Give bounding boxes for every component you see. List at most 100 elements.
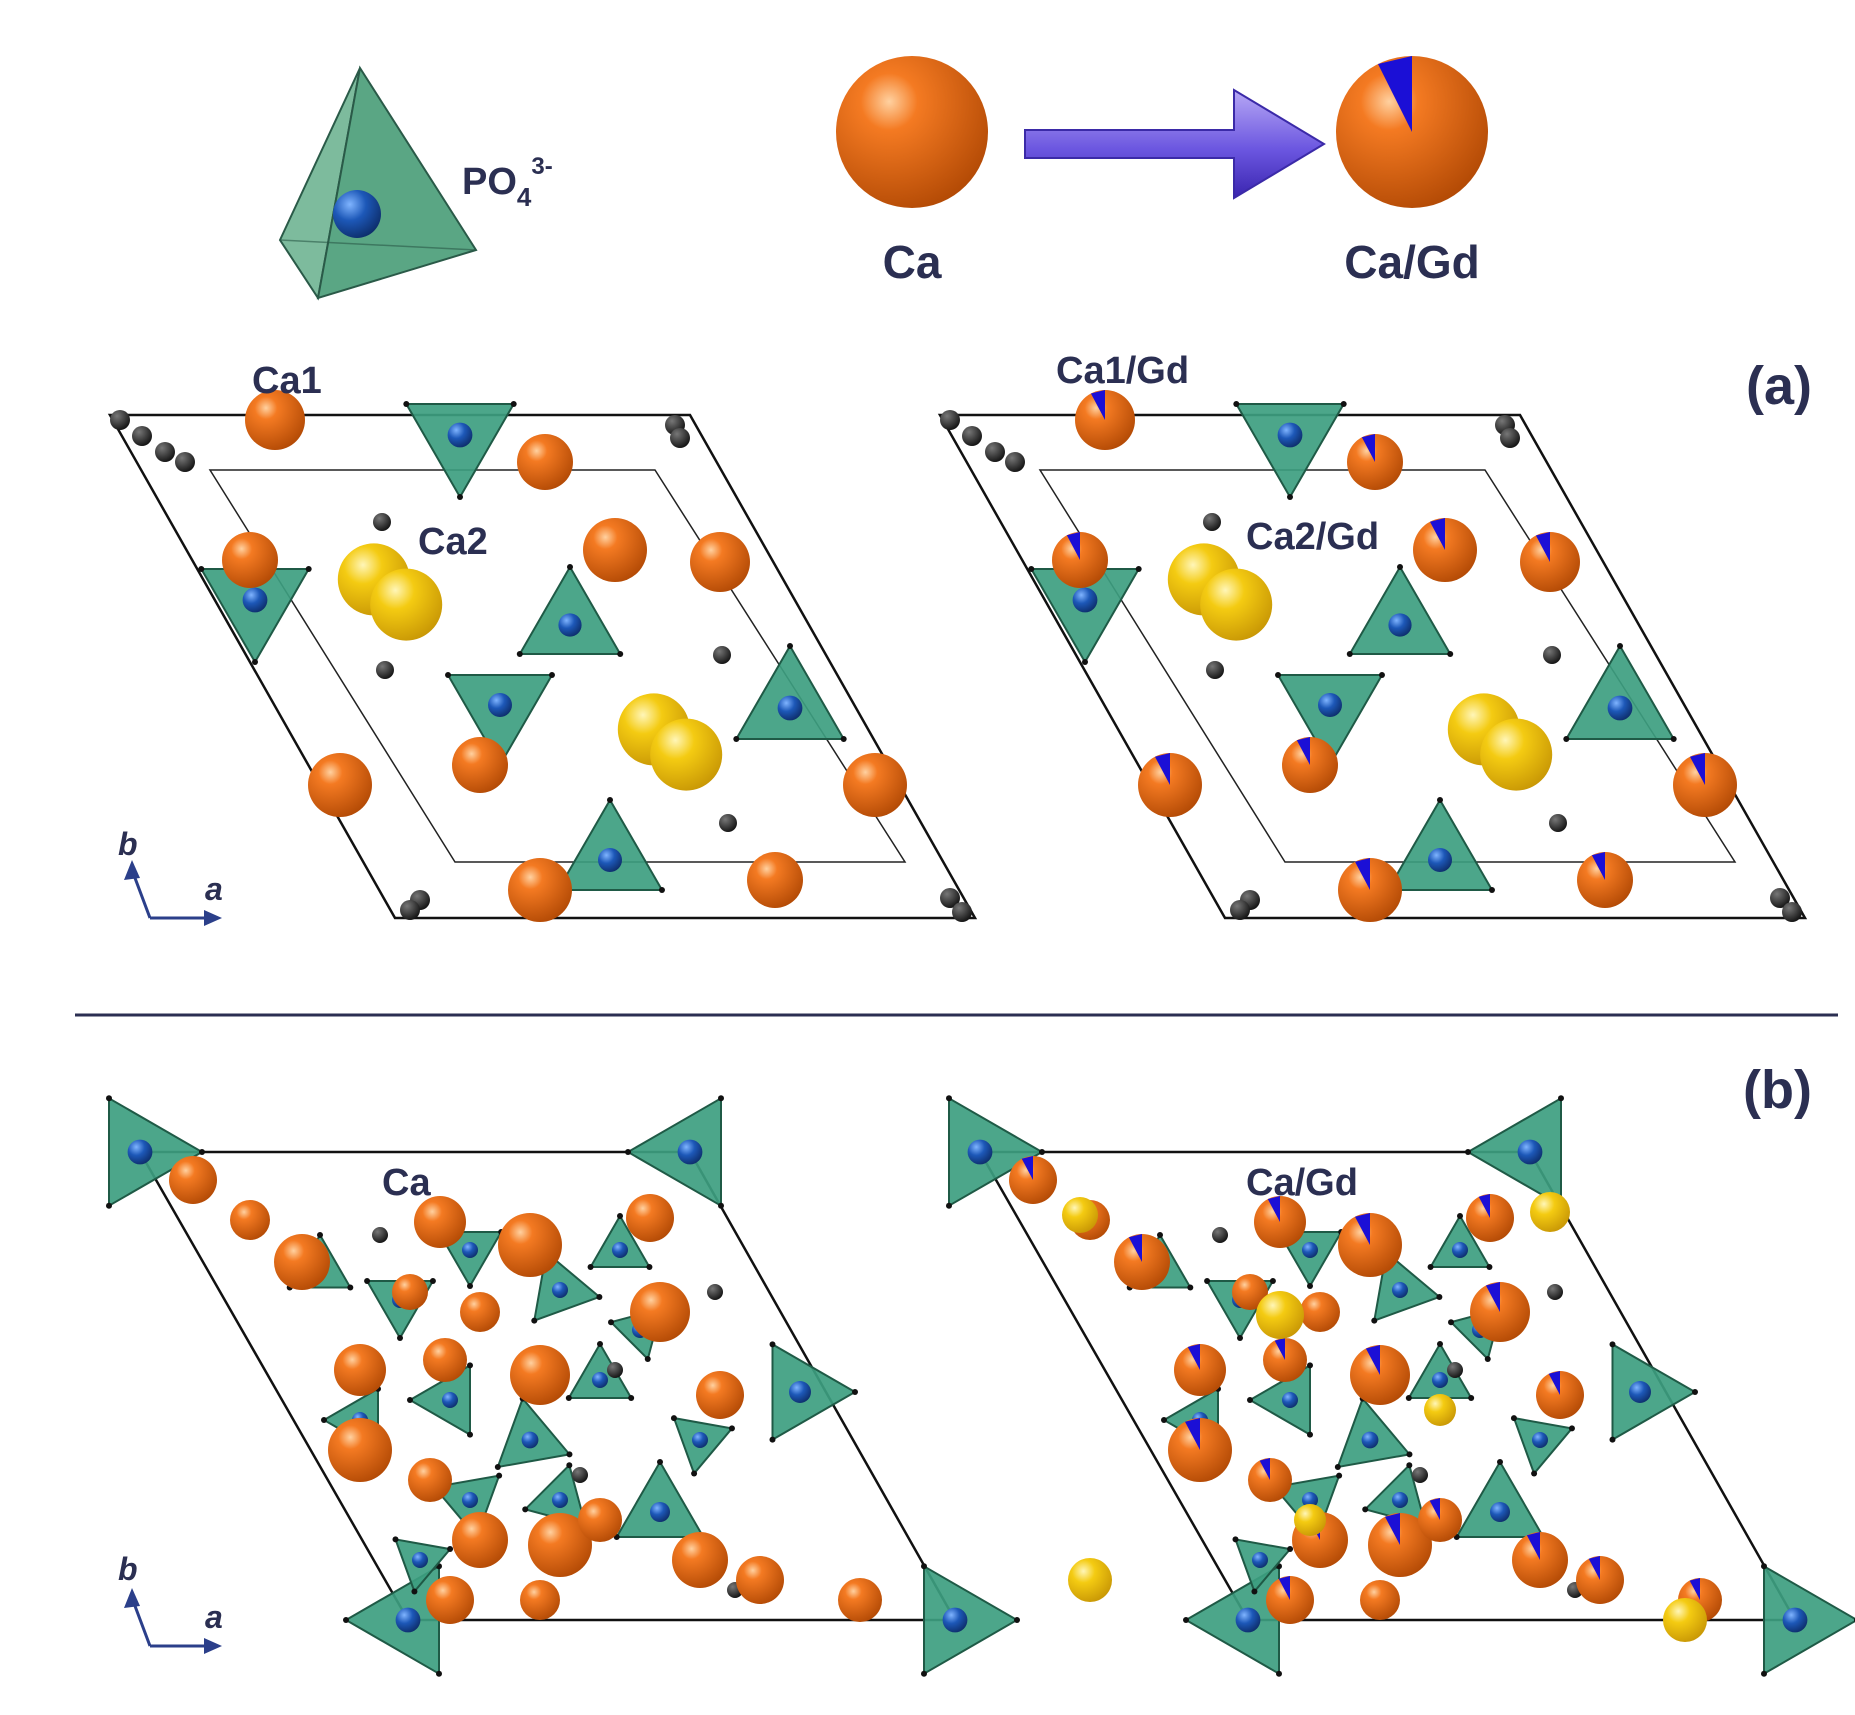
- oxygen-atom: [1447, 1362, 1463, 1378]
- oxygen-vertex: [1486, 1264, 1493, 1270]
- ca-atom: [1300, 1292, 1340, 1332]
- gd-fraction-wedge: [1535, 532, 1550, 562]
- ca-atom: [245, 390, 305, 450]
- gd-fraction-wedge: [1354, 858, 1370, 890]
- axis-b-label-2: b: [118, 1551, 138, 1587]
- phosphorus-atom: [692, 1432, 708, 1448]
- ca-legend-label: Ca: [883, 236, 942, 288]
- phosphorus-atom: [1432, 1372, 1448, 1388]
- oxygen-vertex: [1427, 1264, 1434, 1270]
- oxygen-vertex: [1378, 672, 1385, 678]
- fluorine-atom: [650, 718, 723, 791]
- oxygen-vertex: [1406, 1451, 1413, 1458]
- phosphate-tetrahedron: [948, 1096, 1044, 1208]
- phosphate-tetrahedron: [1454, 1459, 1546, 1538]
- oxygen-vertex: [646, 1264, 653, 1270]
- gd-fraction-wedge: [1296, 737, 1310, 765]
- phosphate-tetrahedron: [1611, 1342, 1698, 1442]
- phosphate-tetrahedron: [1277, 1231, 1343, 1288]
- ca-atom: [736, 1556, 784, 1604]
- phosphate-tetrahedron: [1466, 1096, 1562, 1208]
- ca-atom: [578, 1498, 622, 1542]
- oxygen-vertex: [787, 643, 793, 649]
- axes-indicator-b: b a: [118, 1551, 223, 1654]
- oxygen-vertex: [1161, 1417, 1167, 1423]
- oxygen-atom: [1770, 888, 1790, 908]
- oxygen-vertex: [587, 1264, 594, 1270]
- oxygen-vertex: [644, 1355, 651, 1362]
- oxygen-atom: [1543, 646, 1561, 664]
- phosphorus-atom: [1607, 695, 1633, 721]
- gd-fraction-wedge: [1184, 1418, 1200, 1450]
- oxygen-vertex: [691, 1470, 698, 1477]
- oxygen-vertex: [733, 736, 740, 742]
- oxygen-vertex: [670, 1415, 677, 1422]
- ca-atom: [630, 1282, 690, 1342]
- phosphate-tetrahedron: [1234, 403, 1346, 499]
- gd-fraction-wedge: [1591, 852, 1605, 880]
- oxygen-vertex: [1187, 1284, 1194, 1291]
- ca-atom: [843, 753, 907, 817]
- phosphate-tetrahedron: [588, 1213, 652, 1268]
- phosphate-tetrahedron: [556, 798, 664, 891]
- oxygen-vertex: [1510, 1415, 1517, 1422]
- oxygen-vertex: [1484, 1355, 1491, 1362]
- oxygen-vertex: [769, 1341, 776, 1348]
- phosphorus-atom: [967, 1139, 993, 1165]
- gd-fraction-wedge: [1526, 1532, 1540, 1560]
- oxygen-atom: [1005, 452, 1025, 472]
- phosphate-tetrahedron: [1763, 1564, 1855, 1676]
- oxygen-vertex: [1275, 672, 1282, 678]
- oxygen-vertex: [1371, 1317, 1378, 1324]
- oxygen-vertex: [1465, 1149, 1471, 1155]
- axis-a-label: a: [205, 871, 223, 907]
- oxygen-vertex: [1276, 1670, 1282, 1677]
- oxygen-atom: [670, 428, 690, 448]
- oxygen-vertex: [1609, 1436, 1616, 1443]
- oxygen-atom: [940, 888, 960, 908]
- fluorine-atom: [1256, 1291, 1304, 1339]
- oxygen-vertex: [1082, 659, 1088, 665]
- oxygen-vertex: [1531, 1470, 1538, 1477]
- fluorine-atom: [1480, 718, 1553, 791]
- panel-a-left-structure: [107, 390, 978, 922]
- gd-fraction-wedge: [1154, 753, 1170, 785]
- phosphorus-atom: [1388, 613, 1412, 637]
- gd-fraction-wedge: [1066, 532, 1080, 560]
- oxygen-vertex: [1397, 564, 1403, 570]
- oxygen-vertex: [531, 1317, 538, 1324]
- phosphorus-atom: [1361, 1431, 1379, 1449]
- ca-atom: [517, 434, 573, 490]
- oxygen-vertex: [1405, 1395, 1412, 1401]
- phosphate-tetrahedron: [614, 1459, 706, 1538]
- gd-fraction-wedge: [1267, 1196, 1280, 1222]
- oxygen-vertex: [1233, 401, 1240, 407]
- phosphorus-atom: [558, 613, 582, 637]
- ca-atom: [696, 1371, 744, 1419]
- oxygen-vertex: [347, 1284, 354, 1291]
- oxygen-vertex: [565, 1395, 572, 1401]
- panel-a-right-structure: [937, 390, 1808, 922]
- substitution-arrow-icon: [1024, 88, 1326, 200]
- ca-atom: [408, 1458, 452, 1502]
- oxygen-vertex: [467, 1431, 473, 1438]
- oxygen-atom: [400, 900, 420, 920]
- oxygen-vertex: [1039, 1149, 1045, 1155]
- ca-sphere-icon: [836, 56, 988, 208]
- phosphorus-atom: [1532, 1432, 1548, 1448]
- ca-atom: [426, 1576, 474, 1624]
- phosphorus-atom: [1282, 1392, 1298, 1408]
- oxygen-vertex: [467, 1283, 473, 1289]
- phosphate-tetrahedron: [1428, 1213, 1492, 1268]
- oxygen-vertex: [946, 1202, 952, 1209]
- ca-atom: [510, 1345, 570, 1405]
- ca-atom: [520, 1580, 560, 1620]
- oxygen-vertex: [1670, 736, 1677, 742]
- axis-a-label-2: a: [205, 1599, 223, 1635]
- oxygen-vertex: [617, 651, 624, 657]
- oxygen-vertex: [658, 887, 665, 893]
- oxygen-atom: [1412, 1467, 1428, 1483]
- unit-cell-inner: [208, 469, 907, 863]
- gd-fraction-wedge: [1021, 1156, 1033, 1180]
- oxygen-vertex: [1336, 1472, 1343, 1479]
